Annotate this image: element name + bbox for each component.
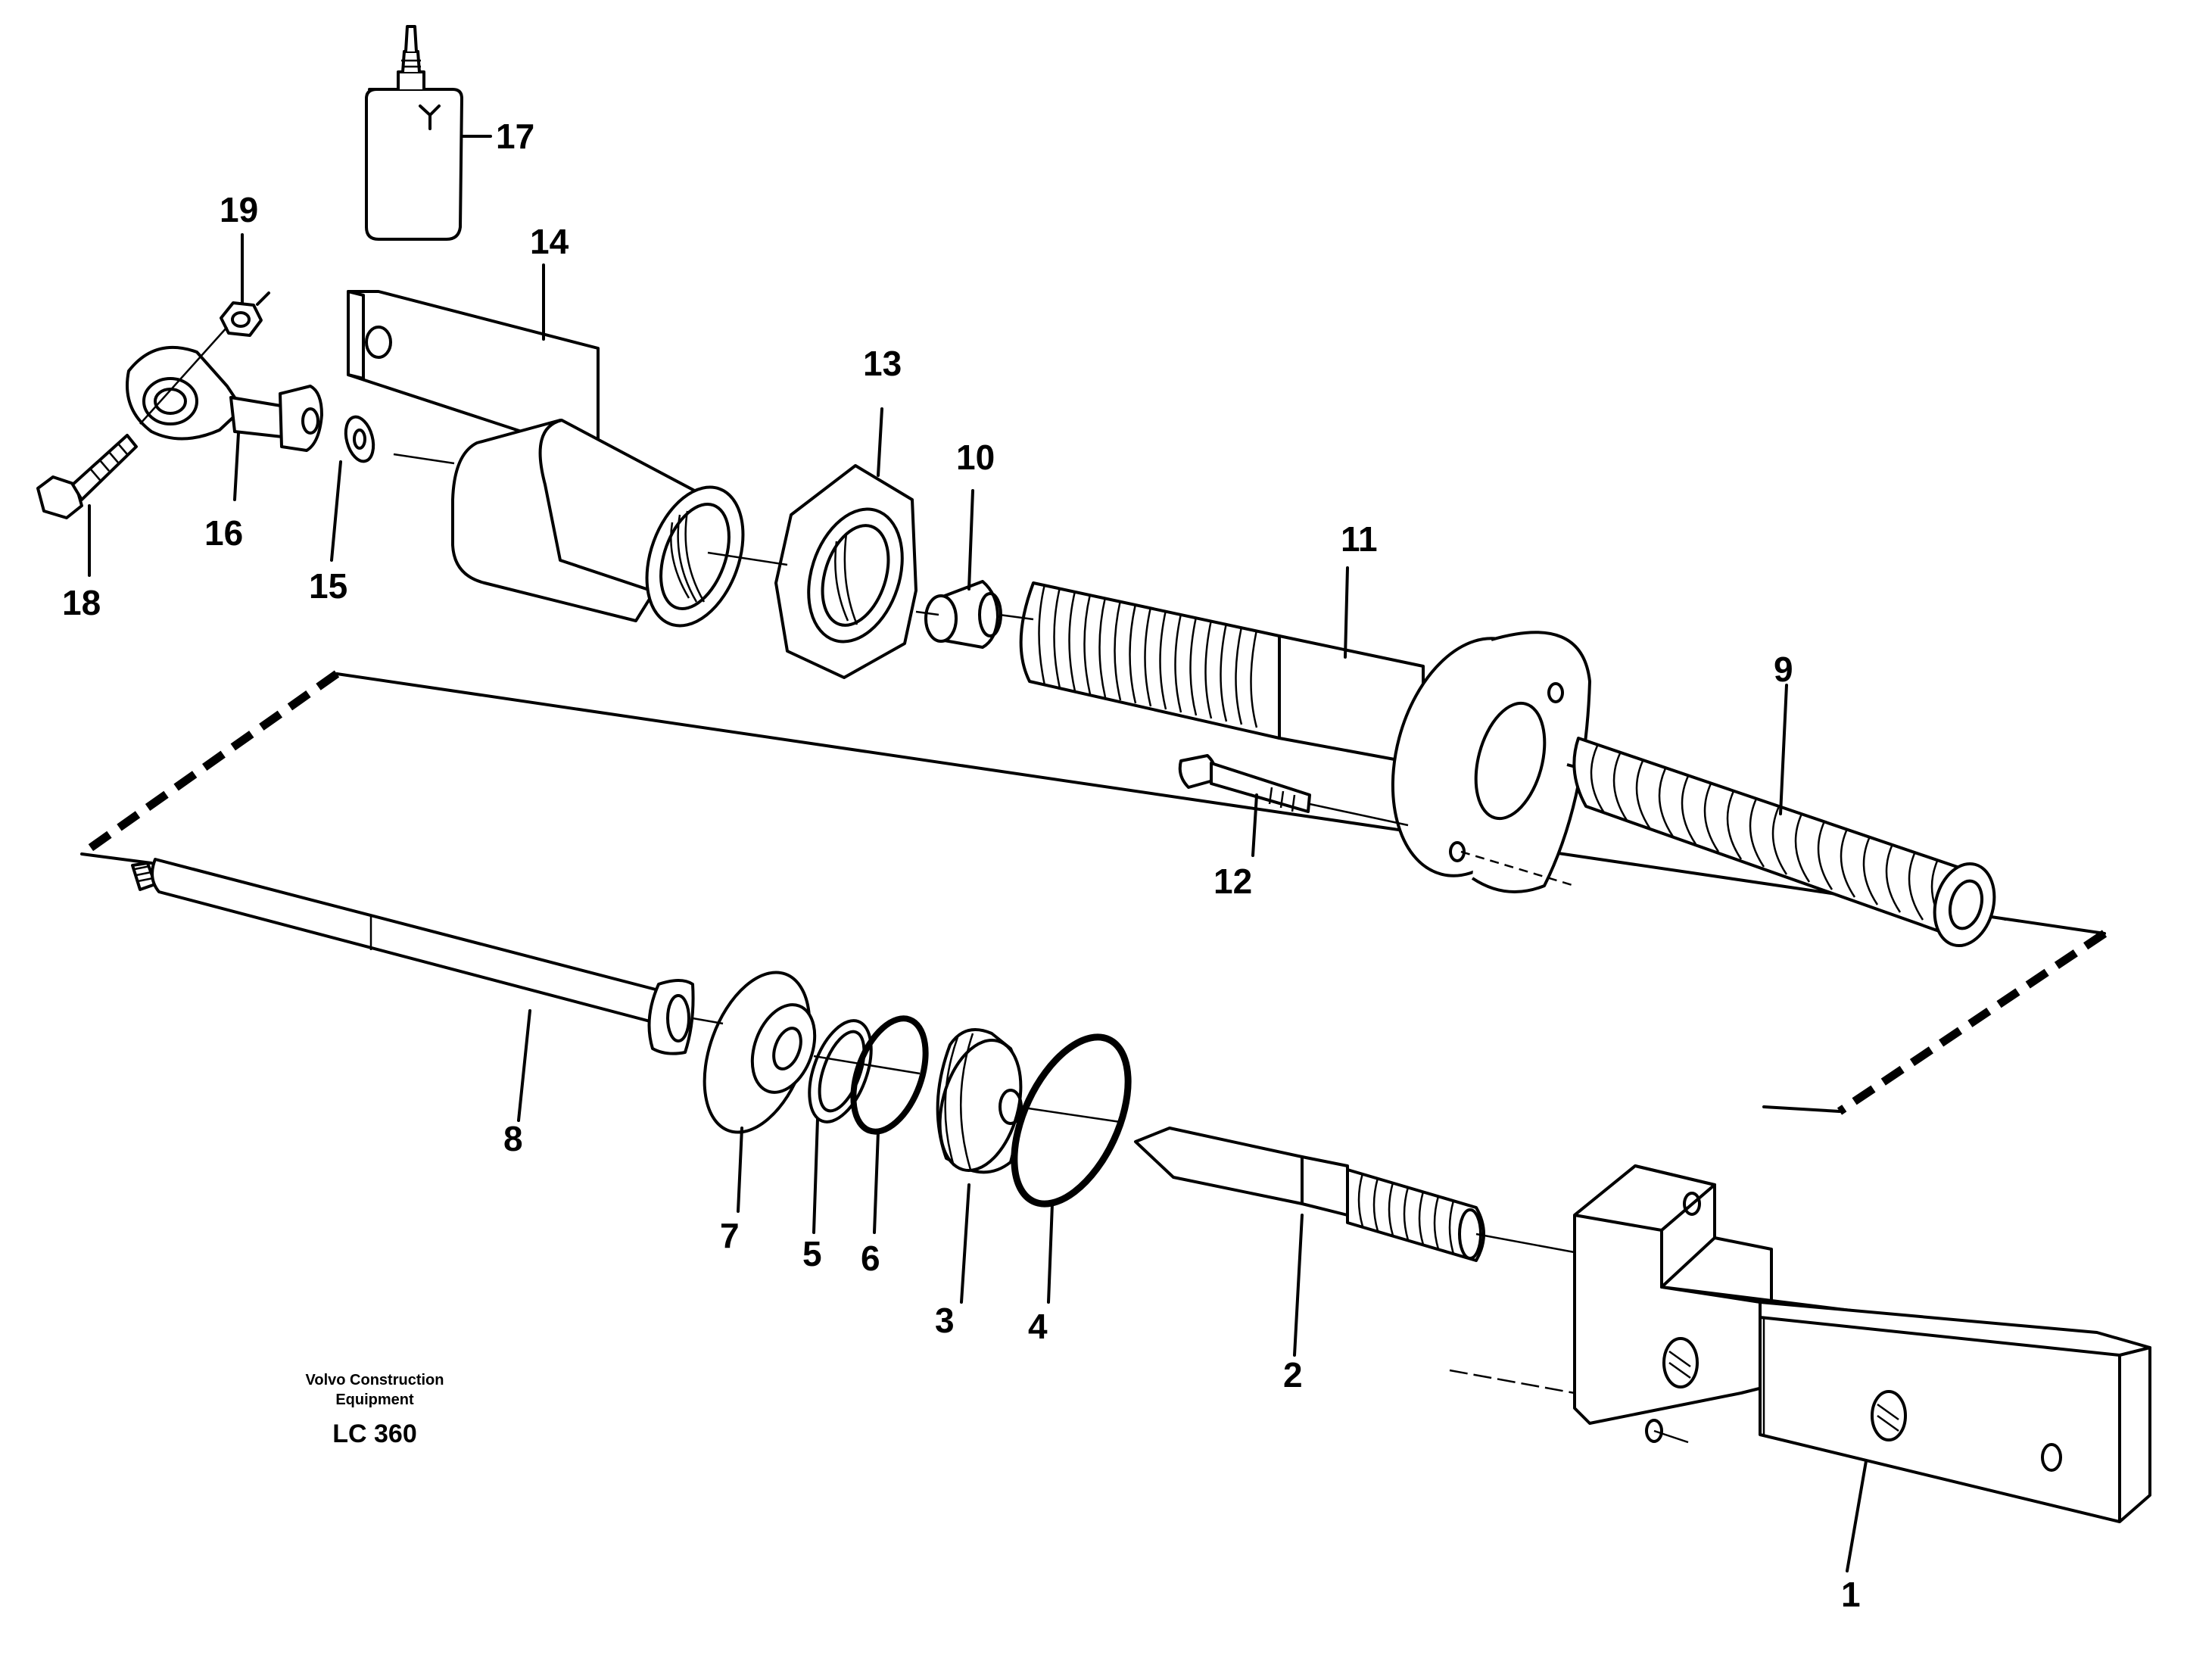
callout-16: 16 [204,513,243,553]
callout-4: 4 [1028,1307,1048,1346]
manufacturer-footer: Volvo Construction Equipment LC 360 [273,1370,477,1451]
callout-2: 2 [1283,1355,1303,1395]
callout-18: 18 [62,583,101,622]
part-3-piston [936,1028,1023,1304]
part-16-rod-end [126,345,323,501]
part-19-nut [220,233,270,337]
part-2-plunger [1134,1127,1579,1357]
subassembly-outline [79,670,2108,1115]
callout-5: 5 [802,1234,822,1273]
callout-9: 9 [1774,650,1793,689]
part-13-hex-nut [707,407,918,679]
part-17-adhesive-bottle [365,25,492,241]
part-9-spring [1566,684,2007,948]
callout-12: 12 [1213,862,1252,901]
manufacturer-name-line2: Equipment [335,1392,414,1408]
callout-17: 17 [496,117,534,156]
callout-19: 19 [220,190,258,229]
part-11-threaded-flange [999,566,1591,893]
callout-6: 6 [861,1239,880,1278]
part-10-bushing [915,489,1002,649]
part-8-shaft [131,858,695,1122]
part-18-bolt [36,434,138,577]
callout-14: 14 [530,222,569,261]
manufacturer-name-line1: Volvo Construction [305,1372,444,1388]
part-14-housing [347,263,745,628]
callout-labels: 1 2 3 4 5 6 7 8 9 10 11 12 13 14 15 16 1… [62,117,1861,1614]
part-12-screw [1178,754,1409,857]
callout-15: 15 [309,566,347,606]
callout-11: 11 [1341,519,1378,559]
callout-10: 10 [956,438,995,477]
callout-1: 1 [1841,1575,1861,1614]
part-1-body [1449,1164,2151,1572]
part-6-o-ring [813,1015,929,1234]
callout-13: 13 [863,344,902,383]
callout-7: 7 [720,1216,740,1255]
callout-3: 3 [935,1301,955,1340]
part-4-seal-ring [1011,1033,1132,1304]
part-15-washer [330,415,375,562]
part-7-disc [692,971,817,1213]
callout-8: 8 [503,1119,523,1158]
model-label: LC 360 [332,1420,417,1448]
